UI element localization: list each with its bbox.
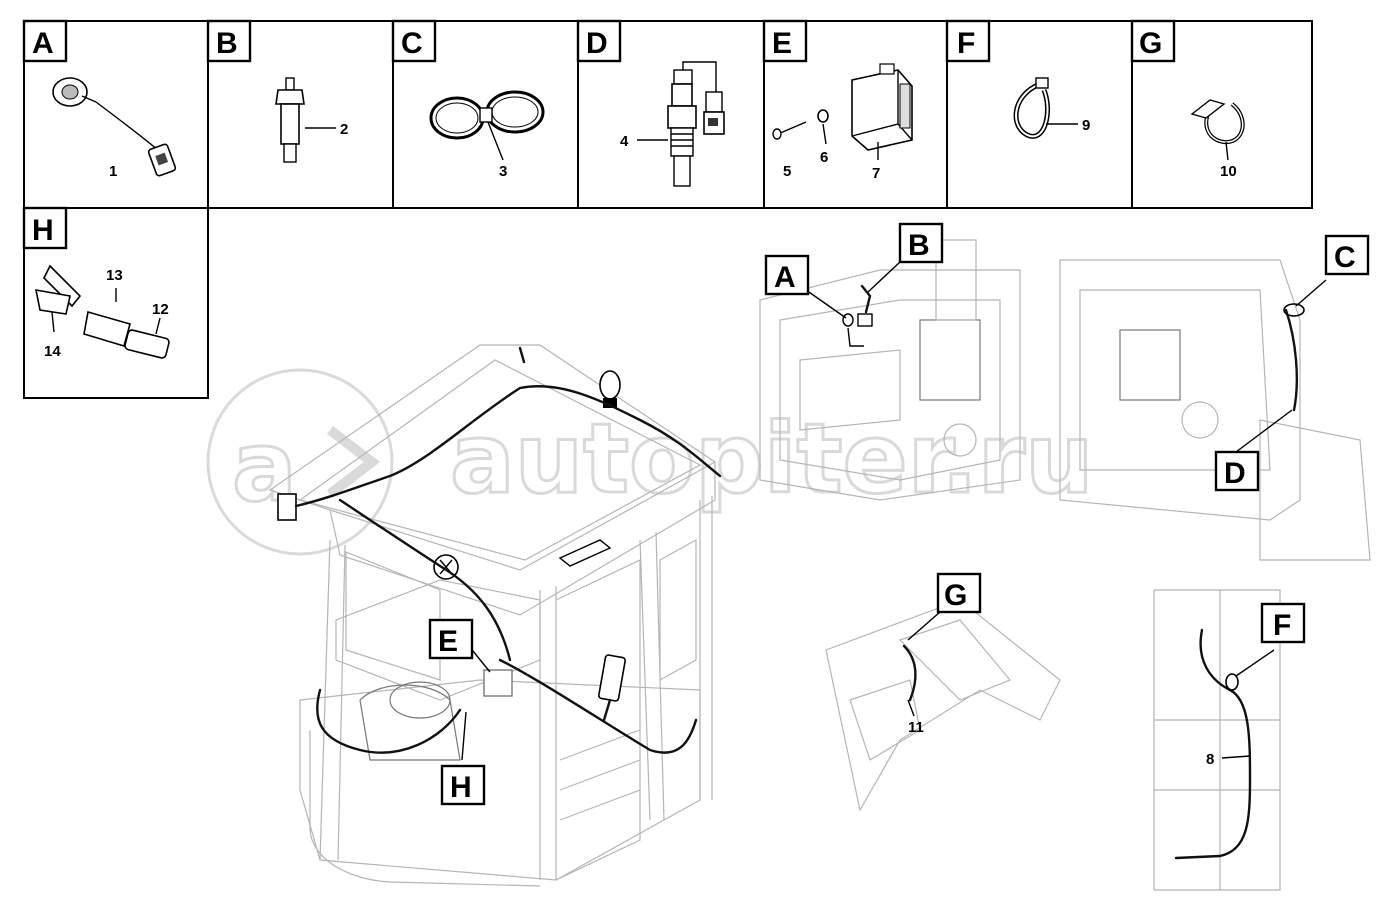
svg-text:F: F — [957, 27, 975, 60]
panel-tab-h: H — [22, 206, 68, 250]
svg-text:H: H — [450, 771, 472, 804]
panel-tab-f: F — [945, 19, 991, 63]
panel-tab-g: G — [1130, 19, 1176, 63]
part-4-sensor: 4 — [620, 61, 725, 187]
svg-text:H: H — [32, 214, 54, 247]
frame-detail-g: 11 — [825, 599, 1061, 812]
part-number-7: 7 — [872, 165, 880, 182]
svg-text:D: D — [586, 27, 608, 60]
svg-text:D: D — [1224, 457, 1246, 490]
callout-e: E — [428, 618, 474, 660]
svg-text:G: G — [1139, 27, 1162, 60]
detail-panels — [23, 20, 1313, 399]
part-number-4: 4 — [620, 133, 629, 150]
callout-f: F — [1260, 602, 1306, 644]
callout-d: D — [1214, 450, 1260, 492]
svg-text:E: E — [772, 27, 792, 60]
part-number-6: 6 — [820, 149, 828, 166]
chassis-detail-f: 8 — [1153, 589, 1281, 891]
svg-text:C: C — [401, 27, 423, 60]
svg-text:E: E — [438, 625, 458, 658]
svg-text:B: B — [908, 229, 930, 262]
part-number-8: 8 — [1206, 751, 1214, 768]
callout-b: B — [898, 222, 944, 264]
transmission-assembly — [759, 239, 1371, 561]
part-9-cable-tie: 9 — [1013, 77, 1090, 139]
part-1-sensor-cable: 1 — [52, 77, 177, 180]
panel-tab-a: A — [22, 19, 68, 63]
svg-text:F: F — [1273, 609, 1291, 642]
leader-lines — [461, 261, 1327, 761]
part-12-switch: 12 — [83, 301, 170, 359]
part-14-bracket: 14 — [34, 264, 82, 360]
svg-text:B: B — [216, 27, 238, 60]
part-number-9: 9 — [1082, 117, 1090, 134]
svg-text:C: C — [1334, 241, 1356, 274]
watermark-text: autopiter.ru — [450, 403, 1093, 515]
callout-a: A — [764, 254, 810, 296]
part-2-temperature-sensor: 2 — [275, 77, 348, 163]
svg-text:A: A — [774, 261, 796, 294]
part-13-pin: 13 — [106, 267, 123, 302]
panel-tab-b: B — [206, 19, 252, 63]
part-5-bolt: 5 — [772, 121, 807, 180]
panel-tab-d: D — [576, 19, 622, 63]
cab-assembly — [268, 344, 722, 887]
part-number-1: 1 — [109, 163, 117, 180]
panel-tab-e: E — [762, 19, 808, 63]
panel-tab-c: C — [391, 19, 437, 63]
callout-g: G — [936, 572, 982, 614]
svg-text:G: G — [944, 579, 967, 612]
part-number-5: 5 — [783, 163, 791, 180]
svg-text:A: A — [32, 27, 54, 60]
part-number-10: 10 — [1220, 163, 1237, 180]
part-number-11: 11 — [908, 719, 924, 736]
callout-c: C — [1324, 234, 1370, 276]
part-number-12: 12 — [152, 301, 169, 318]
part-3-double-clamp: 3 — [429, 90, 545, 180]
part-7-control-unit: 7 — [851, 63, 913, 182]
watermark: a autopiter.ru — [206, 368, 1095, 556]
part-number-2: 2 — [340, 121, 348, 138]
callout-h: H — [440, 764, 486, 806]
part-10-tie-mount: 10 — [1190, 99, 1245, 180]
part-number-13: 13 — [106, 267, 123, 284]
part-6-washer: 6 — [817, 109, 829, 166]
part-number-14: 14 — [44, 343, 61, 360]
part-number-3: 3 — [499, 163, 507, 180]
